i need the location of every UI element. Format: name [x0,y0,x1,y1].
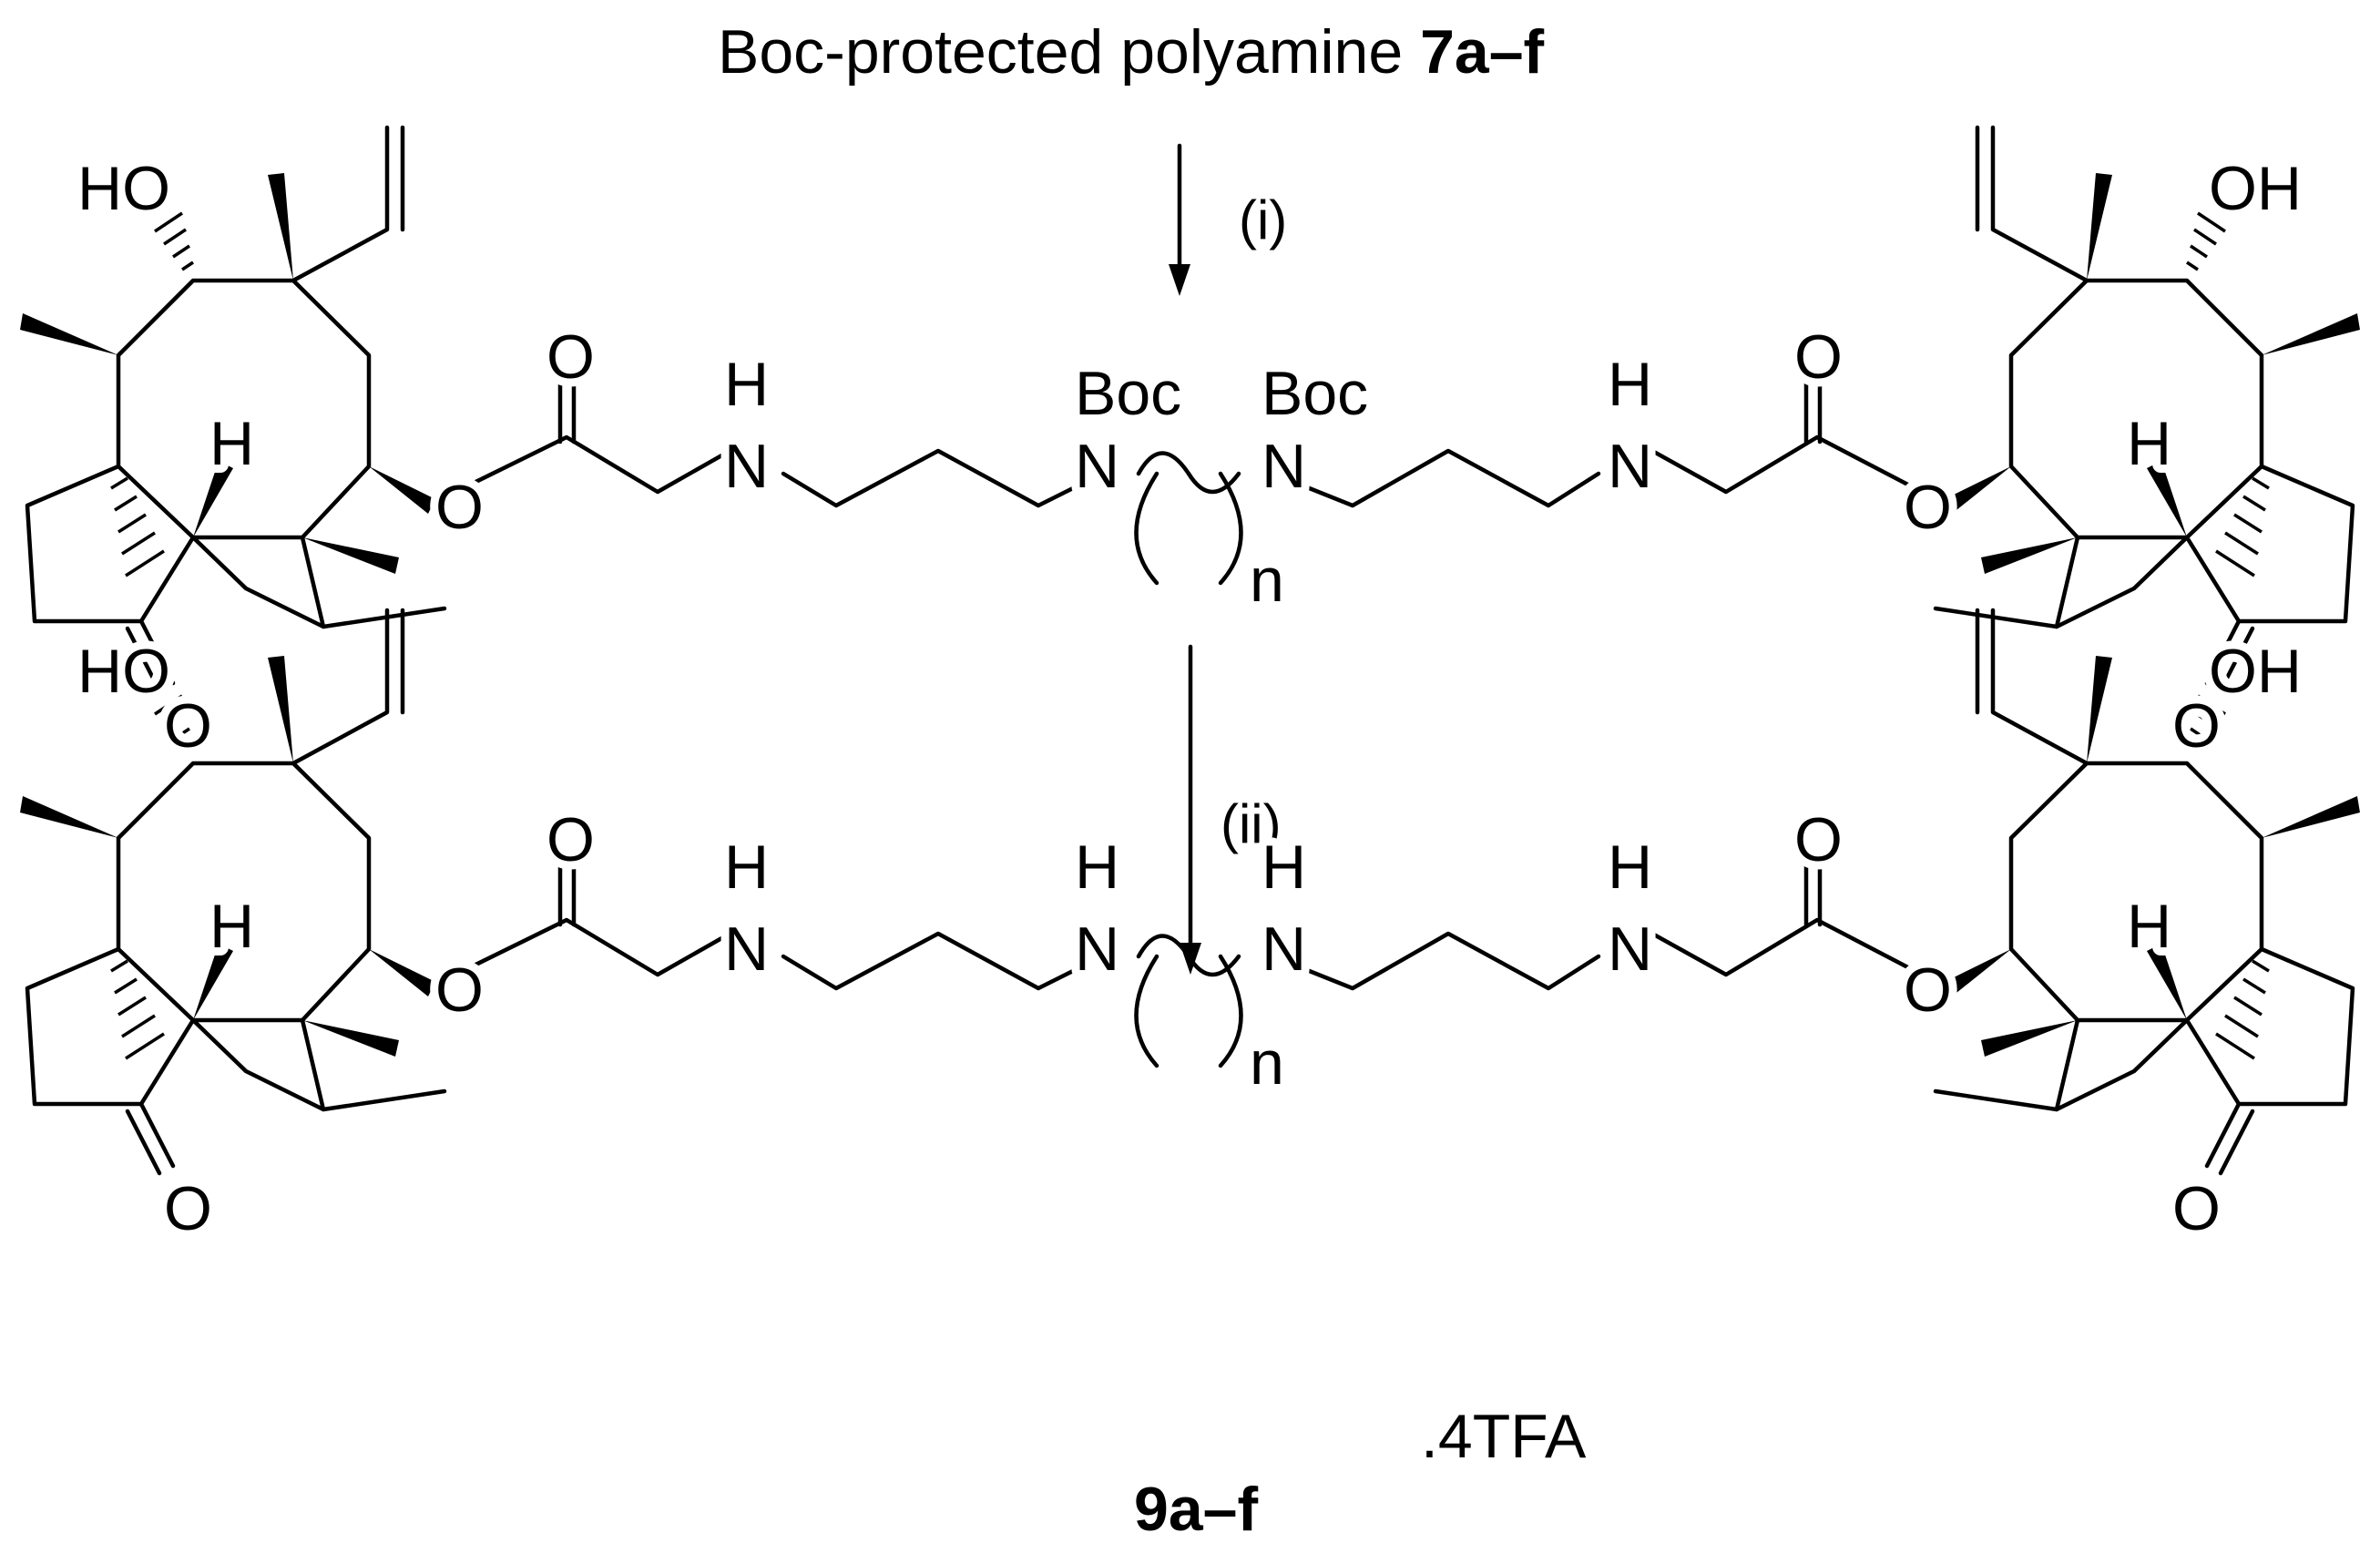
boc-n-label: N [1075,432,1119,501]
amine-h-label: H [724,350,769,419]
amine-h-label: H [1608,350,1652,419]
boc-label: Boc [1262,359,1368,428]
ester-oxygen-label: O [435,955,484,1025]
ketone-oxygen-label: O [164,1174,212,1243]
boc-label: Boc [1075,359,1181,428]
hydrogen-label: H [209,409,254,478]
amine-n-label: N [1608,915,1652,984]
amine-h-label: H [724,833,769,902]
ester-oxygen-label: O [435,473,484,542]
hydrogen-label: H [209,892,254,961]
reaction-arrow-1 [1169,143,1190,296]
reaction-arrow-2 [1180,644,1201,975]
ketone-oxygen-label: O [2172,1174,2221,1243]
amine-n-label: N [724,432,769,501]
hydroxyl-label: OH [2209,637,2302,706]
ketone-oxygen-label: O [164,691,212,761]
amine-n-label: N [1608,432,1652,501]
carbonyl-oxygen-label: O [1794,805,1843,874]
product-label: 9a–f [1134,1475,1258,1543]
step-2-label: (ii) [1221,793,1282,854]
hydrogen-label: H [2127,409,2171,478]
step-1-label: (i) [1239,189,1287,250]
carbonyl-oxygen-label: O [546,805,595,874]
salt-label: .4TFA [1421,1402,1587,1471]
repeat-subscript: n [1250,1028,1284,1098]
hydroxyl-label: HO [77,154,170,223]
amine-n-label: N [724,915,769,984]
ketone-oxygen-label: O [2172,691,2221,761]
ester-oxygen-label: O [1904,955,1952,1025]
amine-n-label: N [1262,915,1306,984]
carbonyl-oxygen-label: O [546,322,595,392]
repeat-subscript: n [1250,546,1284,615]
carbonyl-oxygen-label: O [1794,322,1843,392]
hydroxyl-label: OH [2209,154,2302,223]
amine-h-label: H [1075,833,1119,902]
boc-n-label: N [1262,432,1306,501]
reagent-caption: Boc-protected polyamine 7a–f [718,17,1545,87]
top-linker-chain [453,380,1925,586]
hydroxyl-label: HO [77,637,170,706]
ester-oxygen-label: O [1904,473,1952,542]
hydrogen-label: H [2127,892,2171,961]
amine-h-label: H [1608,833,1652,902]
amine-h-label: H [1262,833,1306,902]
amine-n-label: N [1075,915,1119,984]
